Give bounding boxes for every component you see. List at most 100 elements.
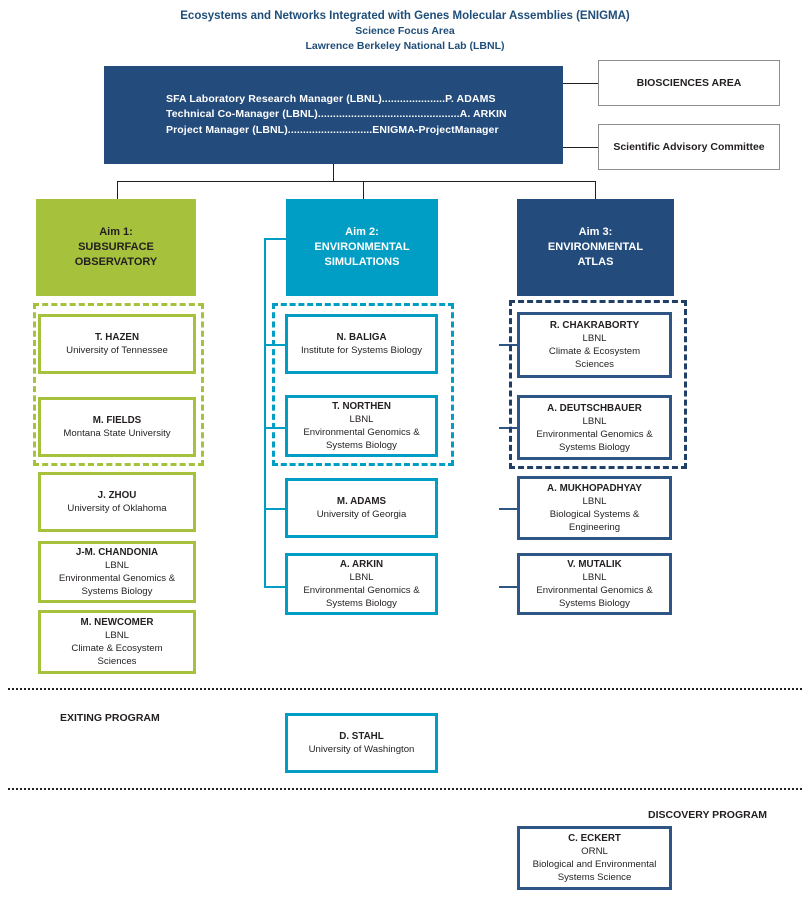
leadership-line-technical-comanager: Technical Co-Manager (LBNL).............…	[166, 108, 507, 121]
connector-aim3-trunk	[499, 238, 501, 587]
aim-3-header-line-2: ENVIRONMENTAL	[547, 241, 644, 253]
connector-aim2-stub-2	[264, 427, 288, 429]
connector-aim2-trunk	[264, 238, 266, 587]
connector-aim3-stem	[595, 181, 596, 199]
member-affiliation: Biological and Environmental	[532, 859, 657, 870]
member-name: R. CHAKRABORTY	[549, 320, 640, 331]
connector-aim2-stem	[363, 181, 364, 199]
discovery-program-label: DISCOVERY PROGRAM	[648, 809, 768, 821]
member-name: A. ARKIN	[339, 559, 384, 570]
aim-2-header-line-2: ENVIRONMENTAL	[314, 241, 410, 253]
member-affiliation: LBNL	[349, 414, 374, 425]
member-affiliation: Sciences	[575, 359, 614, 370]
biosciences-area-label: BIOSCIENCES AREA	[636, 77, 742, 89]
connector-aim1-stub-3	[14, 502, 40, 504]
member-name: J-M. CHANDONIA	[75, 547, 159, 558]
aim-1-member-box: T. HAZEN University of Tennessee	[38, 314, 196, 374]
member-affiliation: ORNL	[581, 846, 608, 857]
member-affiliation: Climate & Ecosystem	[548, 346, 641, 357]
discovery-program-member-box: C. ECKERT ORNL Biological and Environmen…	[517, 826, 672, 890]
connector-aim1-stub-5	[14, 640, 40, 642]
title-line-2: Science Focus Area	[355, 25, 455, 37]
aim-1-member-box: M. NEWCOMER LBNL Climate & Ecosystem Sci…	[38, 610, 196, 674]
aim-1-header: Aim 1: SUBSURFACE OBSERVATORY	[36, 199, 196, 296]
connector-aim2-stub-4	[264, 586, 288, 588]
member-affiliation: LBNL	[582, 572, 607, 583]
member-affiliation: Environmental Genomics &	[536, 585, 653, 596]
member-affiliation: Systems Biology	[559, 598, 630, 609]
member-affiliation: Montana State University	[63, 428, 171, 439]
aim-3-header-line-3: ATLAS	[577, 256, 614, 268]
member-affiliation: Environmental Genomics &	[303, 427, 420, 438]
member-affiliation: Systems Biology	[326, 598, 397, 609]
member-name: J. ZHOU	[97, 490, 137, 501]
aim-2-header: Aim 2: ENVIRONMENTAL SIMULATIONS	[286, 199, 438, 296]
member-affiliation: University of Georgia	[316, 509, 407, 520]
member-name: D. STAHL	[339, 731, 384, 742]
aim-3-header-line-1: Aim 3:	[578, 226, 613, 238]
leadership-line-research-manager: SFA Laboratory Research Manager (LBNL)..…	[166, 92, 496, 105]
aim-3-member-box: A. DEUTSCHBAUER LBNL Environmental Genom…	[517, 395, 672, 460]
connector-aim3-stub-4	[499, 586, 521, 588]
aim-3-header: Aim 3: ENVIRONMENTAL ATLAS	[517, 199, 674, 296]
member-affiliation: LBNL	[582, 333, 607, 344]
connector-aim2-stub-3	[264, 508, 288, 510]
member-affiliation: LBNL	[582, 496, 607, 507]
connector-leadership-stem	[333, 164, 334, 182]
aim-1-member-box: J-M. CHANDONIA LBNL Environmental Genomi…	[38, 541, 196, 603]
connector-leadership-to-advisory	[563, 147, 598, 148]
connector-aim1-stub-4	[14, 572, 40, 574]
member-name: C. ECKERT	[568, 833, 621, 844]
member-affiliation: LBNL	[105, 630, 129, 641]
aim-1-member-box: M. FIELDS Montana State University	[38, 397, 196, 457]
member-affiliation: Systems Biology	[326, 440, 397, 451]
section-divider-bottom	[8, 788, 802, 790]
member-affiliation: Systems Biology	[81, 586, 153, 597]
member-affiliation: University of Washington	[308, 744, 415, 755]
member-affiliation: LBNL	[105, 560, 129, 571]
member-name: N. BALIGA	[336, 332, 387, 343]
aim-2-member-box: N. BALIGA Institute for Systems Biology	[285, 314, 438, 374]
aim-2-header-line-3: SIMULATIONS	[324, 256, 400, 268]
aim-1-member-box: J. ZHOU University of Oklahoma	[38, 472, 196, 532]
member-affiliation: Institute for Systems Biology	[300, 345, 423, 356]
exiting-program-member-box: D. STAHL University of Washington	[285, 713, 438, 773]
member-name: T. NORTHEN	[332, 401, 391, 412]
connector-aim1-stem	[117, 181, 118, 199]
aim-1-header-line-3: OBSERVATORY	[74, 256, 158, 268]
connector-leadership-to-biosciences	[563, 83, 598, 84]
member-affiliation: Climate & Ecosystem	[71, 643, 163, 654]
member-name: T. HAZEN	[94, 332, 140, 343]
aim-2-member-box: A. ARKIN LBNL Environmental Genomics & S…	[285, 553, 438, 615]
member-name: A. MUKHOPADHYAY	[547, 483, 642, 494]
member-affiliation: Sciences	[97, 656, 137, 667]
scientific-advisory-committee-box: Scientific Advisory Committee	[598, 124, 780, 170]
connector-aim3-trunk-top	[499, 238, 521, 240]
member-name: V. MUTALIK	[567, 559, 622, 570]
member-affiliation: LBNL	[582, 415, 607, 427]
member-affiliation: University of Oklahoma	[67, 503, 167, 514]
exiting-program-label: EXITING PROGRAM	[60, 712, 160, 724]
title-line-3: Lawrence Berkeley National Lab (LBNL)	[305, 40, 505, 52]
aim-3-member-box: R. CHAKRABORTY LBNL Climate & Ecosystem …	[517, 312, 672, 378]
aim-1-header-line-1: Aim 1:	[99, 226, 133, 238]
biosciences-area-box: BIOSCIENCES AREA	[598, 60, 780, 106]
aim-3-member-box: V. MUTALIK LBNL Environmental Genomics &…	[517, 553, 672, 615]
connector-aim-bus	[117, 181, 595, 182]
member-affiliation: University of Tennessee	[66, 345, 168, 356]
member-affiliation: Engineering	[568, 522, 621, 533]
member-affiliation: LBNL	[349, 572, 374, 583]
connector-aim1-stub-1	[14, 344, 40, 346]
aim-2-member-box: T. NORTHEN LBNL Environmental Genomics &…	[285, 395, 438, 457]
member-affiliation: Systems Biology	[559, 441, 630, 453]
member-name: M. ADAMS	[336, 496, 387, 507]
page-title: Ecosystems and Networks Integrated with …	[0, 8, 810, 54]
member-name: A. DEUTSCHBAUER	[547, 402, 642, 414]
aim-2-header-line-1: Aim 2:	[345, 226, 379, 238]
connector-aim1-trunk-top	[14, 238, 38, 240]
aim-2-member-box: M. ADAMS University of Georgia	[285, 478, 438, 538]
member-name: M. FIELDS	[92, 415, 142, 426]
aim-3-member-box: A. MUKHOPADHYAY LBNL Biological Systems …	[517, 476, 672, 540]
leadership-line-project-manager: Project Manager (LBNL)..................…	[166, 123, 499, 136]
member-affiliation: Environmental Genomics &	[58, 573, 176, 584]
